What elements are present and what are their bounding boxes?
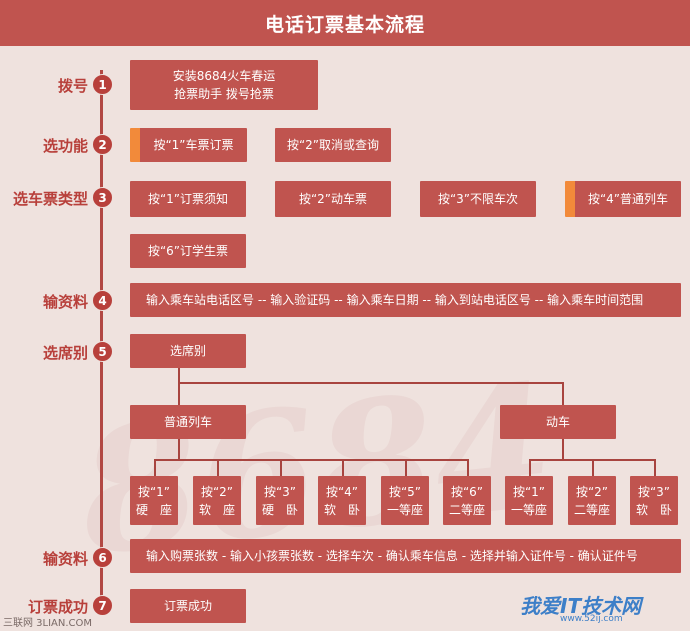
tree-connector (280, 459, 282, 477)
seat-option: 按“1” 硬 座 (130, 476, 178, 525)
tree-connector (654, 459, 656, 477)
seat-class-root: 选席别 (130, 334, 246, 368)
seat-option: 按“2” 二等座 (568, 476, 616, 525)
timeline-spine (100, 70, 103, 610)
step-number-1: 1 (92, 74, 113, 95)
seat-option: 按“3” 硬 卧 (256, 476, 304, 525)
page-title: 电话订票基本流程 (0, 0, 690, 46)
seat-key: 按“1” (512, 484, 546, 499)
step6-input-info: 输入购票张数 - 输入小孩票张数 - 选择车次 - 确认乘车信息 - 选择并输入… (130, 539, 681, 573)
tree-connector (178, 382, 180, 406)
seat-key: 按“1” (137, 484, 171, 499)
tree-connector (592, 459, 594, 477)
booking-success-box: 订票成功 (130, 589, 246, 623)
step-label-5: 选席别 (42, 344, 88, 362)
step4-input-info: 输入乘车站电话区号 -- 输入验证码 -- 输入乘车日期 -- 输入到站电话区号… (130, 283, 681, 317)
tree-connector (178, 439, 180, 461)
seat-type: 二等座 (448, 502, 485, 517)
seat-type: 硬 座 (135, 502, 172, 517)
option-booking-notice: 按“1”订票须知 (130, 181, 246, 217)
step-label-4: 输资料 (42, 293, 88, 311)
step-number-6: 6 (92, 547, 113, 568)
tree-connector (178, 382, 564, 384)
seat-option: 按“4” 软 卧 (318, 476, 366, 525)
seat-type: 软 卧 (635, 502, 672, 517)
seat-key: 按“2” (200, 484, 234, 499)
tree-connector (154, 459, 156, 477)
seat-type: 软 卧 (323, 502, 360, 517)
footer-url: www.52ij.com (560, 614, 623, 624)
tree-connector (217, 459, 219, 477)
step1-box: 安装8684火车春运 抢票助手 拨号抢票 (130, 60, 318, 110)
seat-key: 按“4” (325, 484, 359, 499)
seat-option: 按“6” 二等座 (443, 476, 491, 525)
seat-type: 一等座 (386, 502, 423, 517)
seat-type: 软 座 (198, 502, 235, 517)
step-label-6: 输资料 (42, 550, 88, 568)
step-label-1: 拨号 (57, 77, 88, 95)
tree-connector (529, 459, 531, 477)
step-label-3: 选车票类型 (12, 190, 88, 208)
seat-key: 按“3” (637, 484, 671, 499)
tree-connector (405, 459, 407, 477)
option-emu-ticket: 按“2”动车票 (275, 181, 391, 217)
seat-option: 按“1” 一等座 (505, 476, 553, 525)
option-any-train: 按“3”不限车次 (420, 181, 536, 217)
step-number-4: 4 (92, 290, 113, 311)
step-label-2: 选功能 (42, 137, 88, 155)
footer-source: 三联网 3LIAN.COM (3, 618, 93, 629)
tree-connector (562, 439, 564, 461)
step1-line2: 抢票助手 拨号抢票 (174, 87, 274, 101)
footer-brand: 我爱IT技术网 (520, 594, 642, 618)
seat-type: 二等座 (573, 502, 610, 517)
step-number-2: 2 (92, 134, 113, 155)
step1-line1: 安装8684火车春运 (172, 69, 276, 83)
step-number-3: 3 (92, 187, 113, 208)
seat-key: 按“3” (263, 484, 297, 499)
seat-type: 一等座 (510, 502, 547, 517)
seat-option: 按“2” 软 座 (193, 476, 241, 525)
seat-type: 硬 卧 (261, 502, 298, 517)
seat-option: 按“5” 一等座 (381, 476, 429, 525)
emu-train-node: 动车 (500, 405, 616, 439)
step-number-7: 7 (92, 595, 113, 616)
option-ticket-booking: 按“1”车票订票 (130, 128, 247, 162)
tree-connector (154, 459, 468, 461)
option-student-ticket: 按“6”订学生票 (130, 234, 246, 268)
step-number-5: 5 (92, 341, 113, 362)
tree-connector (342, 459, 344, 477)
seat-key: 按“2” (575, 484, 609, 499)
option-regular-train: 按“4”普通列车 (565, 181, 681, 217)
seat-key: 按“6” (450, 484, 484, 499)
tree-connector (562, 382, 564, 406)
regular-train-node: 普通列车 (130, 405, 246, 439)
seat-option: 按“3” 软 卧 (630, 476, 678, 525)
option-cancel-query: 按“2”取消或查询 (275, 128, 391, 162)
tree-connector (467, 459, 469, 477)
step-label-7: 订票成功 (27, 598, 88, 616)
seat-key: 按“5” (388, 484, 422, 499)
tree-connector (178, 368, 180, 384)
